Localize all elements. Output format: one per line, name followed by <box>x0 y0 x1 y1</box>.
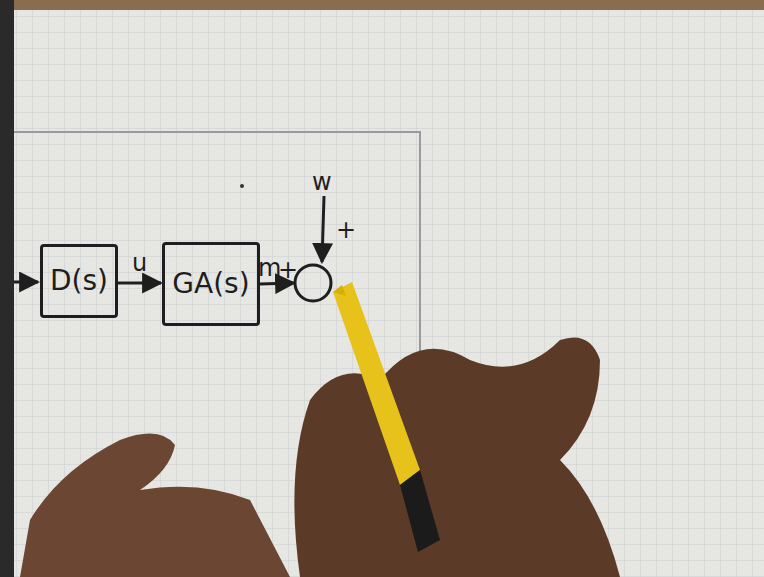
process-box: GA(s) <box>162 242 260 326</box>
sign-mark: + <box>278 258 298 282</box>
signal-arrow <box>118 282 161 285</box>
transfer-function: GA(s) <box>172 270 249 298</box>
signal-name: m <box>258 256 281 280</box>
signal-name: u <box>132 251 147 275</box>
signal-wire <box>260 283 294 284</box>
sign-mark: + <box>336 218 356 242</box>
transfer-function: D(s) <box>50 267 108 295</box>
process-box: D(s) <box>40 244 118 318</box>
signal-name: w <box>312 170 332 194</box>
